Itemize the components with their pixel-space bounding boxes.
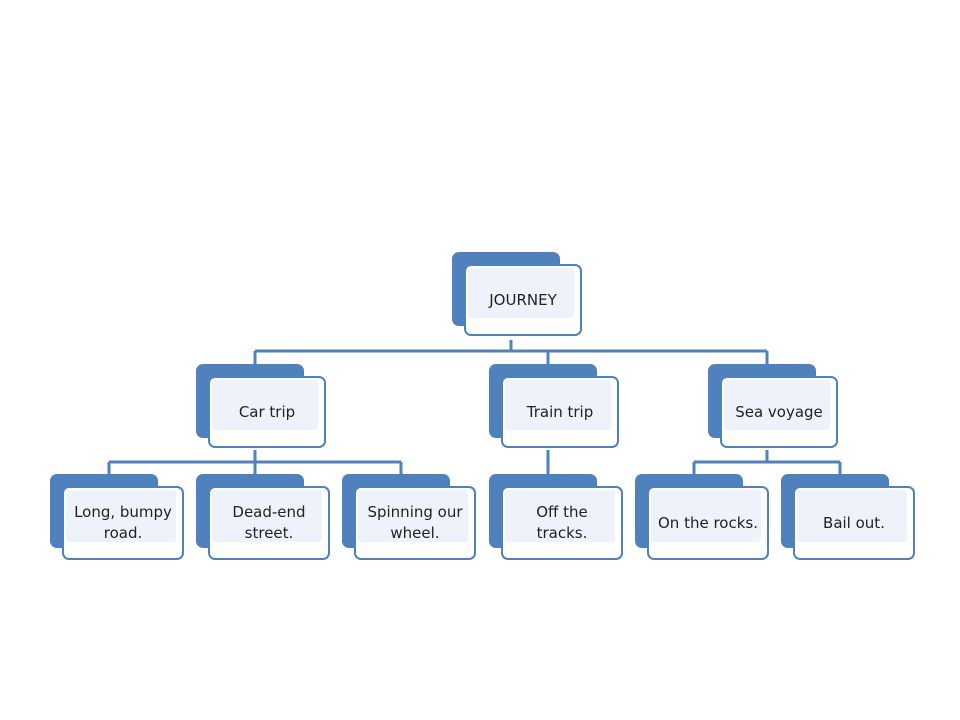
node-off-the-tracks-box: Off the tracks. xyxy=(501,486,623,560)
node-bail-out-label: Bail out. xyxy=(823,513,885,532)
node-off-the-tracks-label: Off the tracks. xyxy=(536,503,588,542)
node-long-bumpy-road-label: Long, bumpy road. xyxy=(74,503,172,542)
node-dead-end-street-label: Dead-end street. xyxy=(232,503,306,542)
node-car-trip-box: Car trip xyxy=(208,376,326,448)
node-sea-voyage-box: Sea voyage xyxy=(720,376,838,448)
connector-car-to-children xyxy=(107,450,403,474)
connector-sea-to-children xyxy=(692,450,842,474)
node-on-the-rocks-box: On the rocks. xyxy=(647,486,769,560)
node-bail-out-box: Bail out. xyxy=(793,486,915,560)
node-root-box: JOURNEY xyxy=(464,264,582,336)
node-root-label: JOURNEY xyxy=(489,290,557,309)
node-sea-voyage-label: Sea voyage xyxy=(735,402,823,421)
node-long-bumpy-road-box: Long, bumpy road. xyxy=(62,486,184,560)
node-spinning-our-wheel-label: Spinning our wheel. xyxy=(367,503,463,542)
node-dead-end-street-box: Dead-end street. xyxy=(208,486,330,560)
node-spinning-our-wheel-box: Spinning our wheel. xyxy=(354,486,476,560)
connector-root-to-branches xyxy=(253,340,769,364)
node-train-trip-label: Train trip xyxy=(526,402,594,421)
node-train-trip-box: Train trip xyxy=(501,376,619,448)
node-on-the-rocks-label: On the rocks. xyxy=(658,513,758,532)
node-car-trip-label: Car trip xyxy=(238,402,296,421)
